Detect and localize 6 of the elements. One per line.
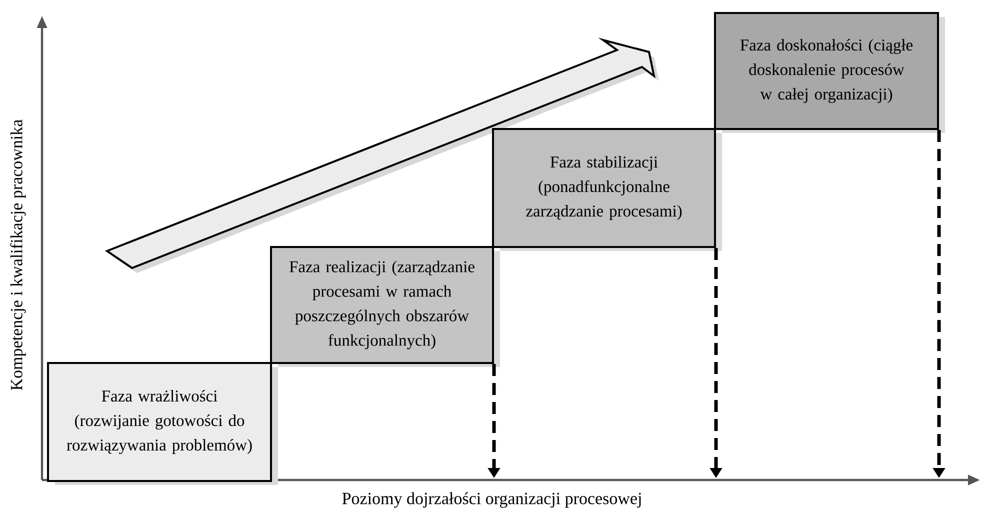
axis-label: Poziomy dojrzałości organizacji procesowej xyxy=(342,492,641,508)
phase-box: Faza doskonałości (ciągłe doskonalenie procesów w całej organizacji) xyxy=(714,12,945,133)
axis-label: Kompetencje i kwalifikacje pracownika xyxy=(10,120,26,390)
phase-box: Faza wrażliwości (rozwijanie gotowości do rozwiązywania problemów) xyxy=(47,362,278,485)
phase-box: Faza stabilizacji (ponadfunkcjonalne zarządzanie procesami) xyxy=(492,128,722,251)
phase-box: Faza realizacji (zarządzanie procesami w ramach poszczególnych obszarów funkcjonalnych) xyxy=(270,246,500,367)
